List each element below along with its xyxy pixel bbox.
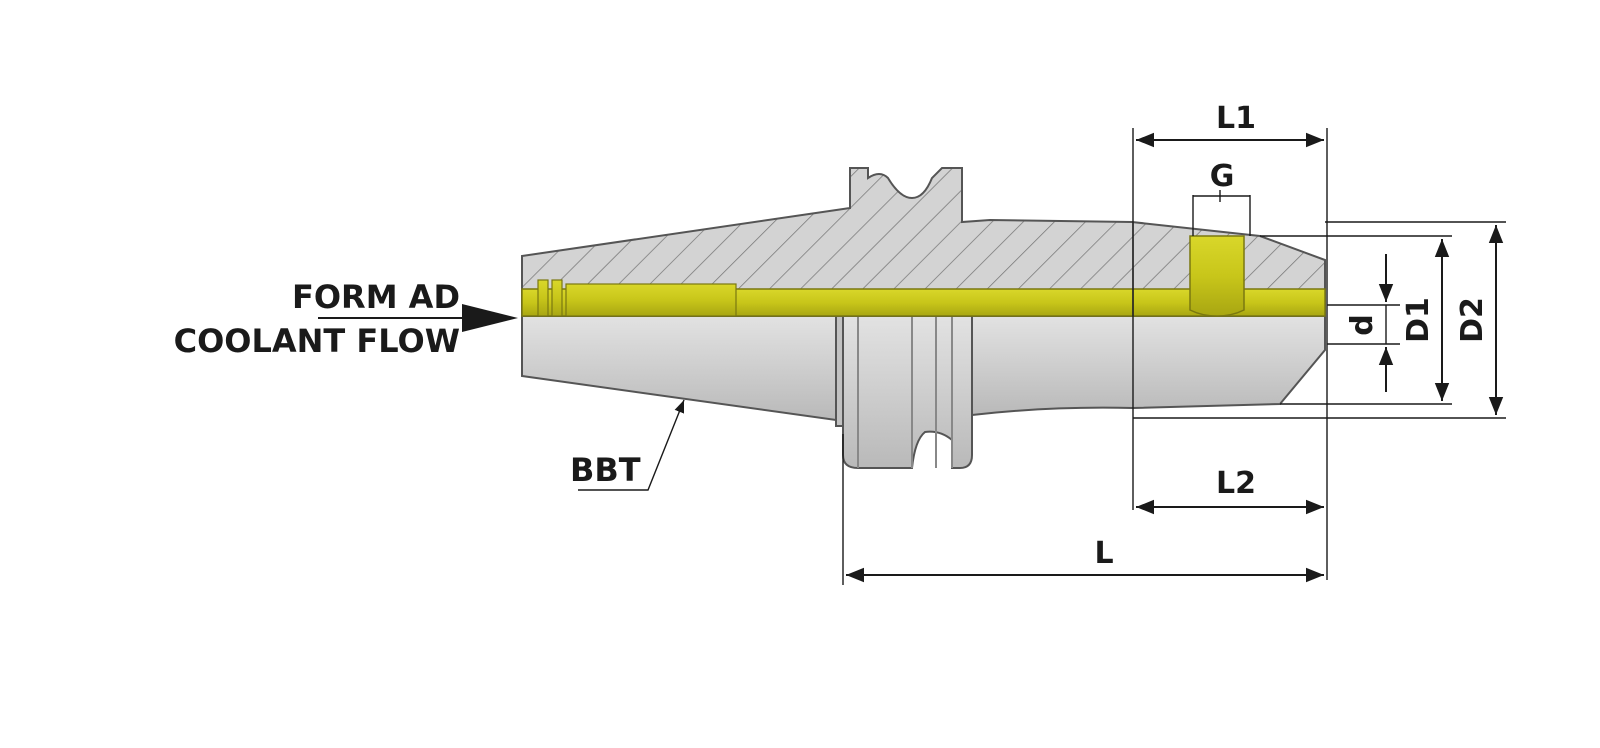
dimension-L1: L1 <box>1132 101 1328 580</box>
l2-label: L2 <box>1216 466 1256 501</box>
dimension-G: G <box>1192 159 1251 236</box>
l-label: L <box>1094 536 1113 571</box>
coolant-flow-line1: FORM AD <box>292 278 460 316</box>
flange-lower <box>842 315 973 469</box>
g-label: G <box>1210 159 1235 194</box>
coolant-inlet-ring-2 <box>551 279 563 317</box>
d2-label: D2 <box>1455 297 1490 343</box>
coolant-port <box>1189 235 1245 317</box>
bbt-callout: BBT <box>570 399 685 491</box>
dimension-L2: L2 <box>1136 466 1324 515</box>
coolant-inlet-ring-3 <box>565 283 737 317</box>
tool-holder-body <box>521 315 1326 469</box>
shank-lower <box>971 315 1326 417</box>
d1-label: D1 <box>1401 297 1436 343</box>
coolant-flow-arrow-icon <box>462 304 518 332</box>
dimension-L: L <box>842 434 1324 585</box>
d-label: d <box>1345 314 1380 335</box>
dimension-D1: D1 <box>1260 235 1452 405</box>
section-taper <box>521 167 1326 317</box>
taper-lower <box>521 315 837 422</box>
dimension-D2: D2 <box>1133 221 1506 419</box>
dimension-d: d <box>1327 254 1400 392</box>
bbt-label: BBT <box>570 451 641 489</box>
coolant-flow-line2: COOLANT FLOW <box>174 322 460 360</box>
bbt-leader <box>578 399 685 491</box>
coolant-inlet-ring-1 <box>537 279 549 317</box>
section-view <box>521 167 1326 317</box>
coolant-flow-label: FORM AD COOLANT FLOW <box>174 278 518 360</box>
l1-label: L1 <box>1216 101 1256 136</box>
flange-ring <box>835 315 844 427</box>
